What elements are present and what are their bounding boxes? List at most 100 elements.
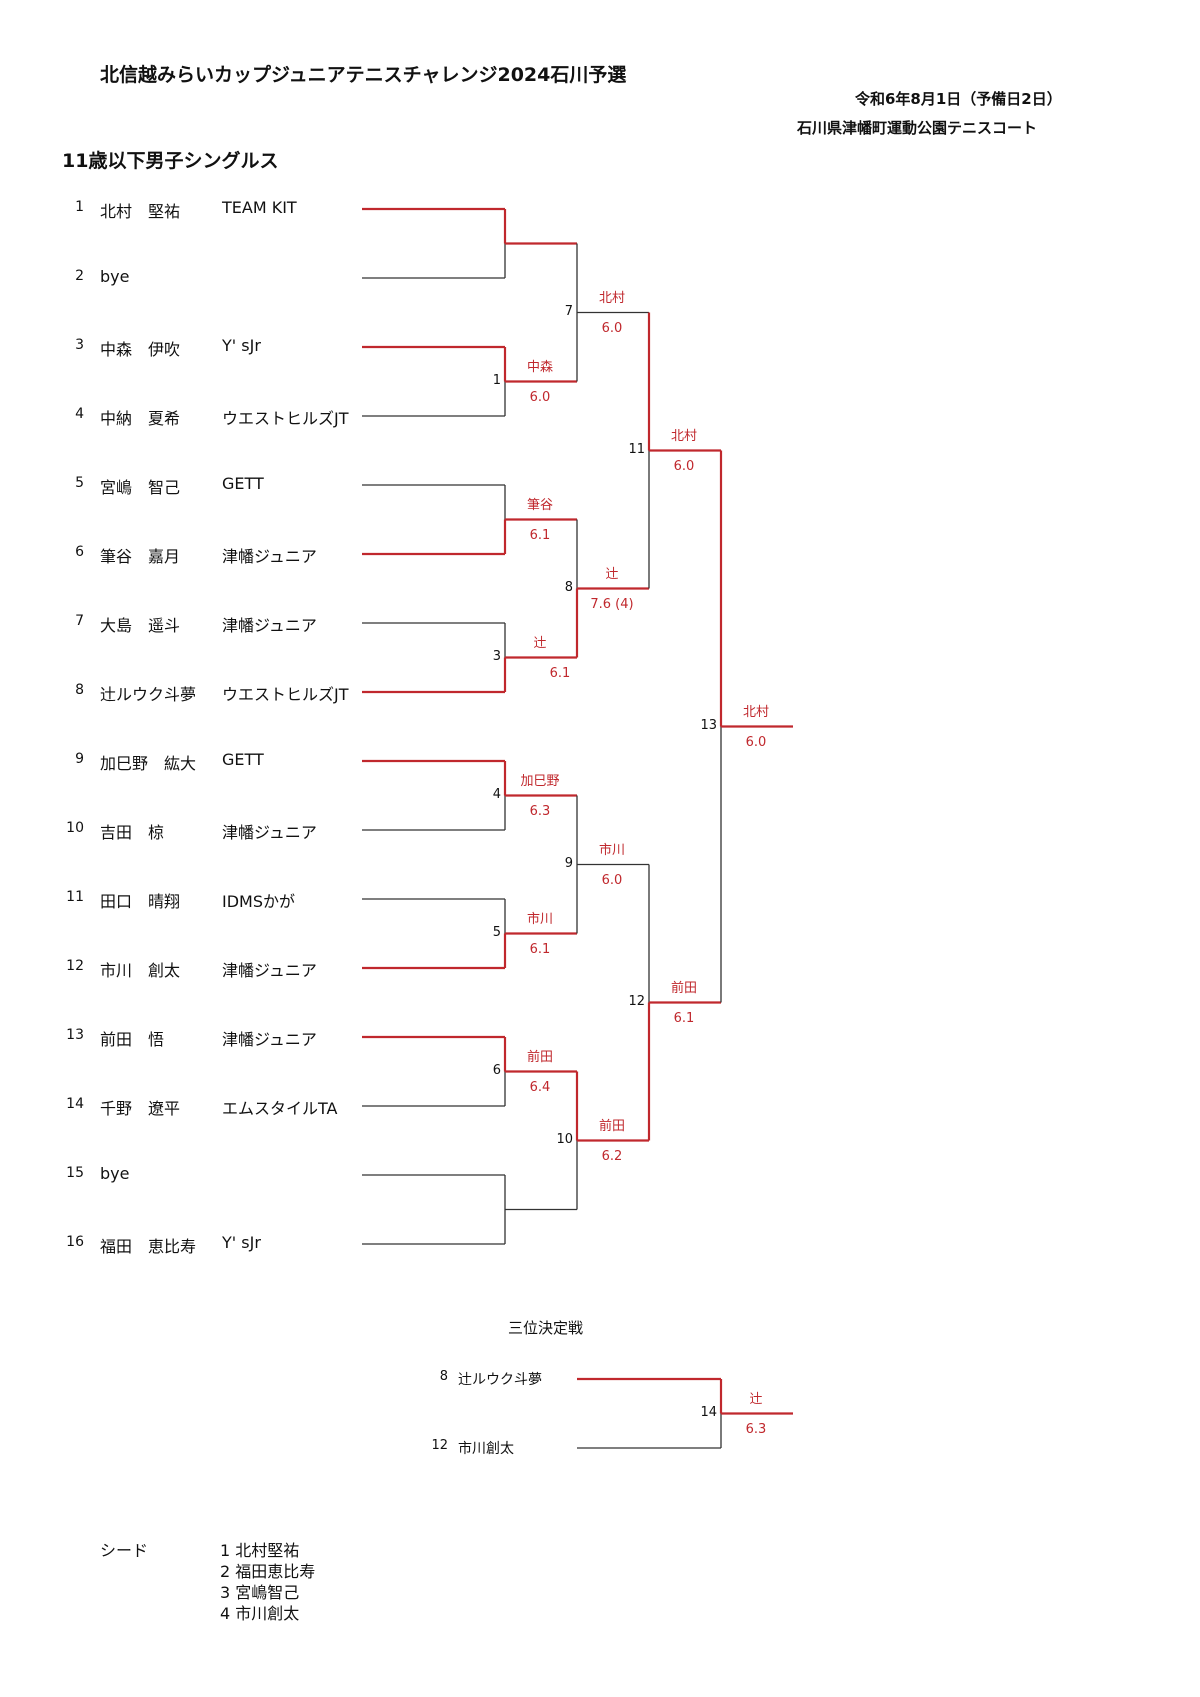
match-number: 6 <box>492 1062 501 1078</box>
match-score: 6.1 <box>529 941 551 957</box>
match-number: 5 <box>492 924 501 940</box>
seed-item: 3 宮嶋智己 <box>220 1583 300 1602</box>
player-seed-number: 10 <box>66 820 84 836</box>
match-winner: 市川 <box>598 842 625 858</box>
player-name: 宮嶋 智己 <box>100 478 181 497</box>
match-winner: 加巳野 <box>520 773 560 789</box>
player-name: 吉田 椋 <box>100 823 165 842</box>
match-score: 6.3 <box>529 803 551 819</box>
player-seed-number: 14 <box>66 1096 84 1112</box>
player-club: Y' sJr <box>222 336 261 355</box>
player-club: ウエストヒルズJT <box>222 685 349 704</box>
player-name: bye <box>100 1164 130 1183</box>
player-name: 中納 夏希 <box>100 409 181 428</box>
player-club: 津幡ジュニア <box>222 616 317 635</box>
player-seed-number: 7 <box>75 613 84 629</box>
third-place-name: 市川創太 <box>458 1441 514 1457</box>
match-number: 12 <box>628 993 645 1009</box>
third-place-match-number: 14 <box>700 1404 717 1420</box>
match-winner: 辻 <box>605 566 619 582</box>
player-club: IDMSかが <box>222 892 296 911</box>
player-seed-number: 9 <box>75 751 84 767</box>
match-score: 6.2 <box>601 1148 623 1164</box>
third-place-name: 辻ルウク斗夢 <box>458 1372 542 1388</box>
player-name: 加巳野 紘大 <box>100 754 197 773</box>
player-club: 津幡ジュニア <box>222 1030 317 1049</box>
seed-item: 4 市川創太 <box>220 1604 300 1623</box>
third-place-winner: 辻 <box>749 1391 763 1407</box>
player-name: 千野 遼平 <box>100 1099 181 1118</box>
player-seed-number: 11 <box>66 889 84 905</box>
match-score: 6.1 <box>549 665 571 681</box>
match-score: 7.6 (4) <box>590 596 634 612</box>
third-place-score: 6.3 <box>745 1421 767 1437</box>
match-winner: 中森 <box>526 359 553 375</box>
player-name: 福田 恵比寿 <box>100 1237 197 1256</box>
match-score: 6.1 <box>673 1010 695 1026</box>
player-seed-number: 5 <box>75 475 84 491</box>
match-number: 3 <box>492 648 501 664</box>
seed-item: 1 北村堅祐 <box>220 1541 300 1560</box>
player-club: ウエストヒルズJT <box>222 409 349 428</box>
match-score: 6.1 <box>529 527 551 543</box>
seed-label: シード <box>100 1541 149 1560</box>
match-number: 7 <box>564 303 573 319</box>
player-name: bye <box>100 267 130 286</box>
player-seed-number: 13 <box>66 1027 84 1043</box>
player-club: エムスタイルTA <box>222 1099 338 1118</box>
player-seed-number: 16 <box>66 1234 84 1250</box>
player-seed-number: 12 <box>66 958 84 974</box>
match-number: 13 <box>700 717 717 733</box>
match-winner: 筆谷 <box>526 497 553 513</box>
player-name: 大島 遥斗 <box>100 616 181 635</box>
player-seed-number: 2 <box>75 268 84 284</box>
player-seed-number: 8 <box>75 682 84 698</box>
player-seed-number: 4 <box>75 406 84 422</box>
event-title: 11歳以下男子シングルス <box>62 150 279 172</box>
third-place-seed: 8 <box>439 1369 448 1384</box>
tournament-date: 令和6年8月1日（予備日2日） <box>855 90 1062 108</box>
match-winner: 北村 <box>598 290 625 306</box>
player-seed-number: 6 <box>75 544 84 560</box>
match-winner: 前田 <box>526 1049 553 1065</box>
match-number: 8 <box>564 579 573 595</box>
player-club: 津幡ジュニア <box>222 823 317 842</box>
tournament-venue: 石川県津幡町運動公園テニスコート <box>797 119 1038 137</box>
match-number: 10 <box>556 1131 573 1147</box>
tournament-title: 北信越みらいカップジュニアテニスチャレンジ2024石川予選 <box>100 64 627 86</box>
match-score: 6.0 <box>601 320 623 336</box>
player-club: GETT <box>222 474 264 493</box>
match-winner: 前田 <box>598 1118 625 1134</box>
player-club: Y' sJr <box>222 1233 261 1252</box>
match-number: 11 <box>628 441 645 457</box>
match-score: 6.0 <box>601 872 623 888</box>
match-winner: 前田 <box>670 980 697 996</box>
match-score: 6.0 <box>529 389 551 405</box>
player-name: 辻ルウク斗夢 <box>100 685 197 704</box>
player-seed-number: 15 <box>66 1165 84 1181</box>
match-score: 6.0 <box>745 734 767 750</box>
player-name: 田口 晴翔 <box>100 892 181 911</box>
match-winner: 北村 <box>742 704 769 720</box>
player-name: 筆谷 嘉月 <box>100 547 181 566</box>
player-name: 北村 堅祐 <box>100 202 181 221</box>
player-club: 津幡ジュニア <box>222 961 317 980</box>
match-score: 6.4 <box>529 1079 551 1095</box>
match-winner: 北村 <box>670 428 697 444</box>
match-winner: 市川 <box>526 911 553 927</box>
player-club: TEAM KIT <box>222 198 297 217</box>
match-score: 6.0 <box>673 458 695 474</box>
player-name: 中森 伊吹 <box>100 340 181 359</box>
match-number: 4 <box>492 786 501 802</box>
player-name: 前田 悟 <box>100 1030 165 1049</box>
match-winner: 辻 <box>533 635 547 651</box>
player-club: 津幡ジュニア <box>222 547 317 566</box>
player-club: GETT <box>222 750 264 769</box>
match-number: 9 <box>564 855 573 871</box>
seed-item: 2 福田恵比寿 <box>220 1562 316 1581</box>
player-name: 市川 創太 <box>100 961 181 980</box>
match-number: 1 <box>492 372 501 388</box>
player-seed-number: 3 <box>75 337 84 353</box>
player-seed-number: 1 <box>75 199 84 215</box>
